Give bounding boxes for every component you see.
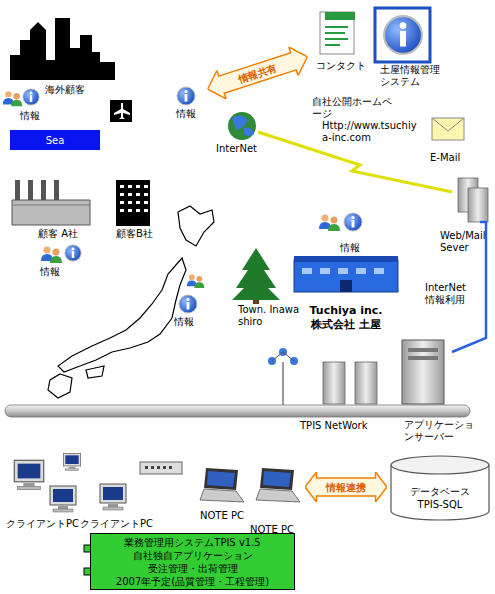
text-label: 土屋情報管理システム (380, 64, 442, 88)
text-label: 情報 (174, 316, 194, 328)
text-label: Http://www.tsuchiya-inc.com (322, 120, 422, 144)
text-label: 情報 (340, 242, 360, 254)
node-text: 情報連携 (326, 481, 366, 494)
text-label: クライアントPC (6, 518, 79, 530)
node-text: Sea (46, 134, 65, 147)
text-label: 顧客 A社 (38, 228, 78, 240)
node-text: Tuchiya inc. 株式会社 土屋 (303, 304, 389, 332)
node-text: 業務管理用システムTPIS v1.5 (124, 536, 260, 549)
text-label: NOTE PC (250, 524, 294, 536)
database-cylinder: データベース TPIS-SQL (390, 455, 490, 521)
text-label: 情報 (40, 266, 60, 278)
link-arrow: 情報連携 (305, 472, 387, 502)
text-label: アプリケーションサーバー (404, 419, 478, 443)
sea-band: Sea (10, 130, 100, 150)
text-label: TPIS NetWork (300, 420, 368, 432)
node-text: 2007年予定(品質管理・工程管理) (116, 575, 269, 588)
text-label: NOTE PC (200, 510, 244, 522)
text-label: 海外顧客 (45, 84, 85, 96)
text-label: InterNet (216, 143, 257, 155)
node-text: データベース TPIS-SQL (400, 485, 480, 511)
company-building: Tuchiya inc. 株式会社 土屋 (292, 254, 400, 332)
text-label: 情報 (176, 108, 196, 120)
text-label: E-Mail (430, 152, 460, 164)
text-label: クライアントPC (80, 518, 153, 530)
text-label: 顧客B社 (116, 228, 153, 240)
share-arrow: 情報共有 (203, 43, 312, 104)
node-text: 自社独自アプリケーション (133, 549, 253, 562)
text-label: InterNet 情報利用 (425, 282, 479, 306)
text-label: コンタクト (316, 60, 366, 72)
text-label: 自社公開ホームページ (312, 96, 392, 120)
application-box: 業務管理用システムTPIS v1.5自社独自アプリケーション受注管理・出荷管理2… (90, 533, 295, 590)
node-text: 受注管理・出荷管理 (148, 562, 238, 575)
text-label: 情報 (20, 110, 40, 122)
text-label: Town. Inawashiro (238, 304, 304, 328)
text-label: Web/Mail Sever (440, 230, 492, 254)
